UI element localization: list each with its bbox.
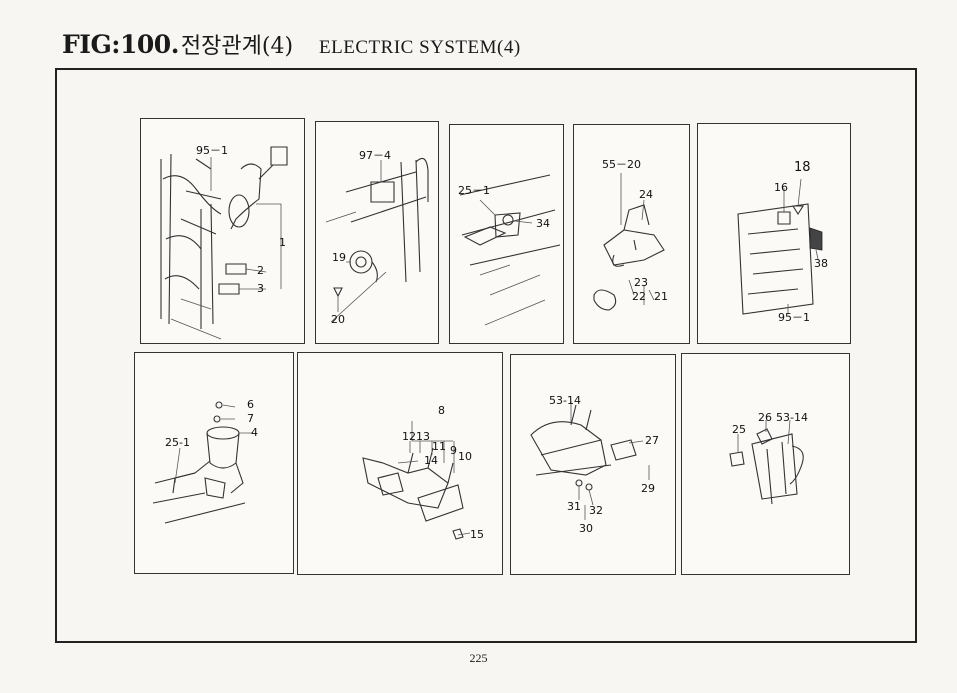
callout-25-1-b: 25-1 [165,436,190,449]
callout-10: 10 [458,450,472,463]
callout-20: 20 [331,313,345,326]
callout-95-1-b: 95－1 [778,311,810,324]
callout-2: 2 [257,264,264,277]
panel-1-drawing [160,146,288,340]
panel-9-drawing [729,419,804,505]
figure-title-korean: 전장관계(4) [180,34,294,59]
figure-header: FIG:100. 전장관계(4) ELECTRIC SYSTEM(4) [62,28,521,62]
callout-27: 27 [645,434,659,447]
callout-18: 18 [794,160,811,175]
callout-25: 25 [732,423,746,436]
diagram-panel-4: 55－20 24 23 22 21 [573,124,690,344]
diagram-panel-7: 8 12 13 11 9 10 14 15 [297,352,503,575]
callout-6: 6 [247,398,254,411]
callout-53-14: 53-14 [549,394,581,407]
callout-4: 4 [251,426,258,439]
callout-7: 7 [247,412,254,425]
panel-7-drawing [362,421,471,540]
panel-8-drawing [530,401,650,520]
callout-26: 26 [758,411,772,424]
panel-4-drawing [593,173,665,311]
callout-34: 34 [536,217,550,230]
panel-2-drawing [325,157,429,323]
callout-31: 31 [567,500,581,513]
diagram-panel-9: 26 53-14 25 [681,353,850,575]
figure-number: FIG:100. [62,30,179,59]
callout-95-1: 95－1 [196,144,228,157]
callout-1: 1 [279,236,286,249]
callout-9: 9 [450,444,457,457]
callout-19: 19 [332,251,346,264]
panel-6-drawing [152,401,253,524]
diagram-panel-6: 6 7 4 25-1 [134,352,294,574]
callout-3: 3 [257,282,264,295]
callout-21: 21 [654,290,668,303]
callout-97-4: 97－4 [359,149,391,162]
callout-55-20: 55－20 [602,158,641,171]
figure-title-english: ELECTRIC SYSTEM(4) [319,37,521,58]
callout-15: 15 [470,528,484,541]
page-number: 225 [469,651,488,665]
callout-53-14-b: 53-14 [776,411,808,424]
diagram-frame [55,68,917,643]
callout-24: 24 [639,188,653,201]
callout-38: 38 [814,257,828,270]
callout-12: 12 [402,430,416,443]
diagram-panel-5: 18 16 38 95－1 [697,123,851,344]
diagram-panel-3: 25－1 34 [449,124,564,344]
callout-14: 14 [424,454,438,467]
callout-23: 23 [634,276,648,289]
panel-3-drawing [459,174,561,326]
callout-25-1: 25－1 [458,184,490,197]
callout-30: 30 [579,522,593,535]
callout-8: 8 [438,404,445,417]
callout-29: 29 [641,482,655,495]
diagram-panel-2: 97－4 19 20 [315,121,439,344]
panel-5-drawing [737,178,823,315]
callout-32: 32 [589,504,603,517]
callout-16: 16 [774,181,788,194]
callout-13: 13 [416,430,430,443]
diagram-panel-8: 53-14 27 29 31 32 30 [510,354,676,575]
callout-22: 22 [632,290,646,303]
callout-11: 11 [432,440,446,453]
diagram-panel-1: 95－1 1 2 3 [140,118,305,344]
